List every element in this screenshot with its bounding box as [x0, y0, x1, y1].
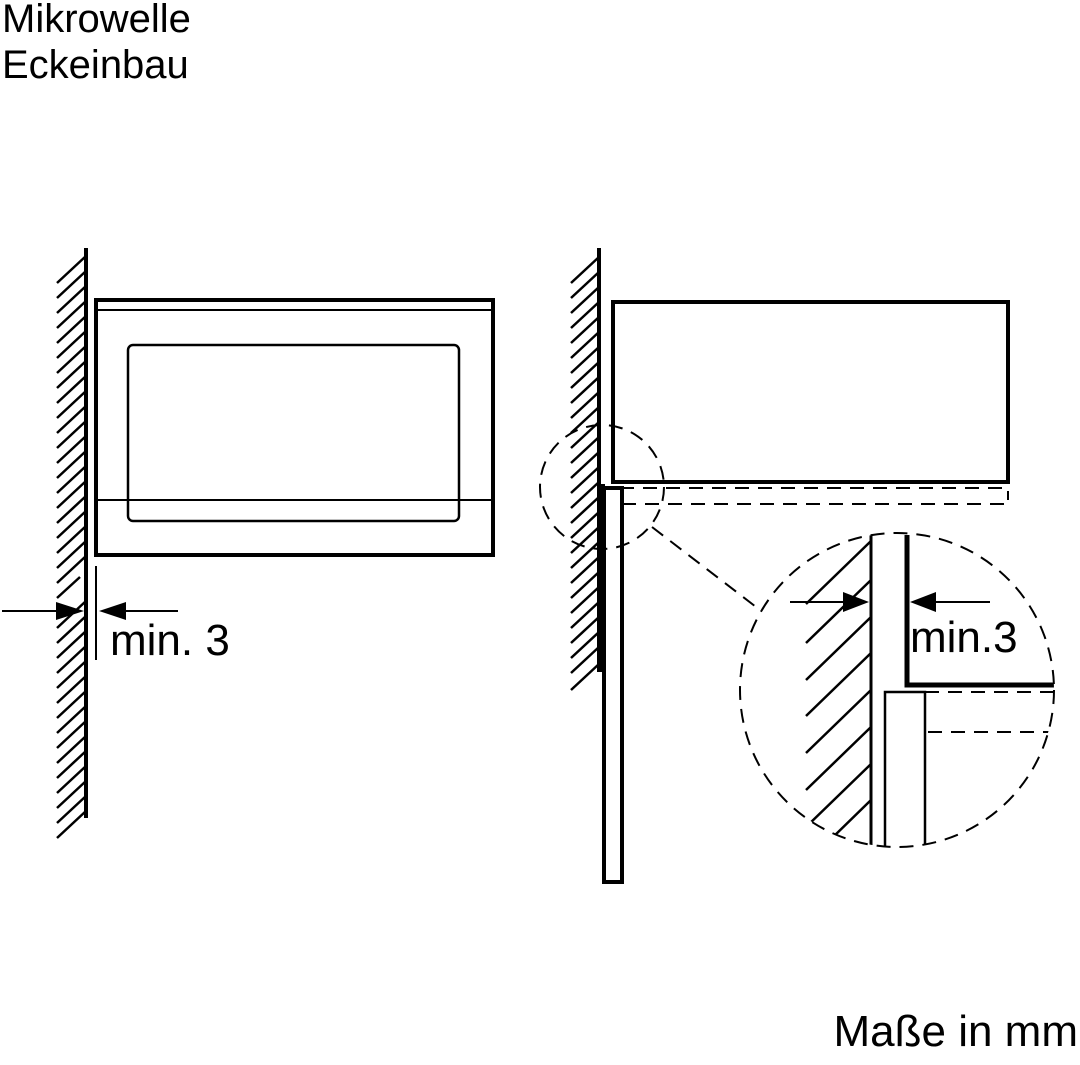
- arrow-right-icon: [843, 592, 869, 612]
- title-line-2: Eckeinbau: [2, 43, 189, 87]
- detail-leader-line: [651, 526, 761, 611]
- microwave-window: [126, 343, 461, 523]
- arrow-left-icon: [99, 602, 126, 620]
- detail-enlargement: min.3: [739, 532, 1055, 848]
- detail-marker-circle: [539, 424, 665, 550]
- arrow-right-icon: [56, 602, 84, 620]
- arrow-left-icon: [910, 592, 936, 612]
- diagram-title: Mikrowelle Eckeinbau: [2, 0, 191, 88]
- detail-microwave-corner: [904, 535, 1054, 688]
- adjacent-cabinet-door: [602, 486, 624, 884]
- units-note: Maße in mm: [833, 1007, 1078, 1056]
- left-view: min. 3: [2, 248, 495, 839]
- detail-circle: [739, 532, 1055, 848]
- right-wall-hatch: [570, 256, 600, 691]
- microwave-top-view-body: [611, 300, 1010, 484]
- right-view: min.3: [539, 248, 1055, 884]
- microwave-door-outline-dashed: [620, 487, 1009, 500]
- title-line-1: Mikrowelle: [2, 0, 191, 41]
- left-dimension-label: min. 3: [110, 616, 230, 665]
- detail-door-panel: [883, 690, 927, 846]
- microwave-front-frame: [94, 298, 495, 557]
- detail-wall-hatch: [805, 540, 872, 841]
- left-wall-hatch: [56, 255, 87, 839]
- detail-dimension-label: min.3: [910, 613, 1018, 662]
